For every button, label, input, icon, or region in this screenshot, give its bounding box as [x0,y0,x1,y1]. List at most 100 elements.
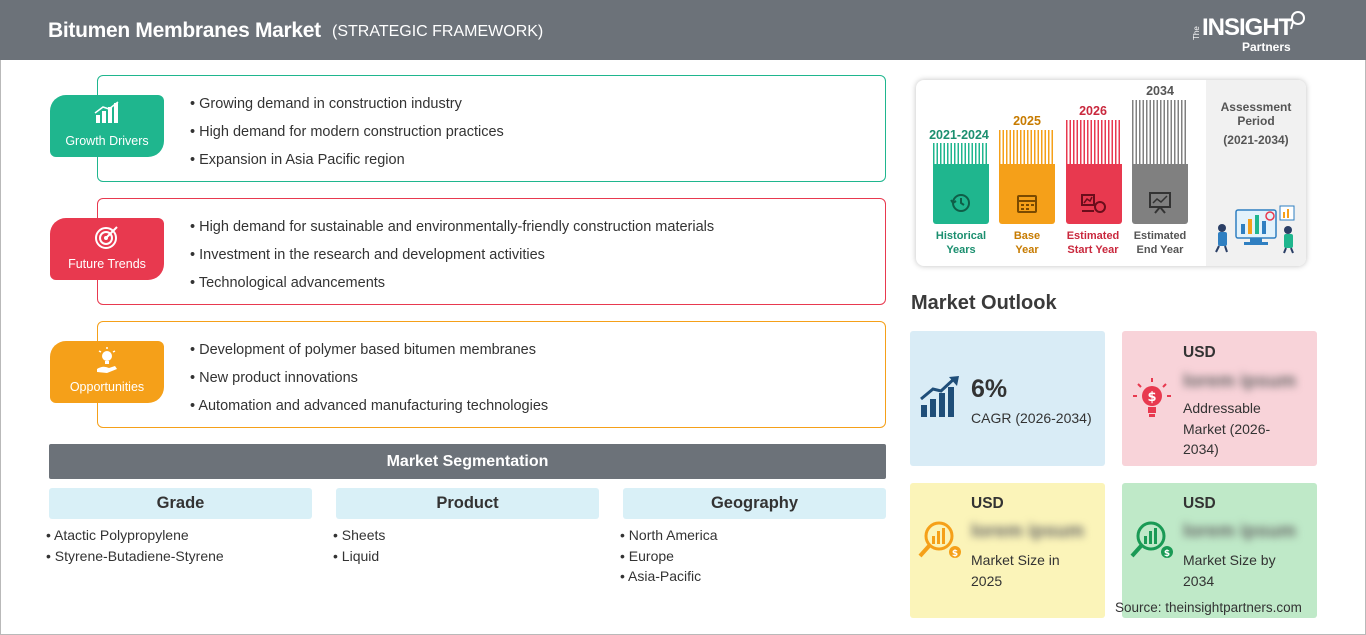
growth-drivers-list: Growing demand in construction industry … [190,94,504,178]
label-line-2: Years [946,244,976,256]
label-line-1: Estimated [1133,230,1187,242]
addressable-value-blurred: lorem ipsum [1183,371,1296,392]
opportunities-list: Development of polymer based bitumen mem… [190,340,548,424]
year-historical: 2021-2024 [929,128,989,142]
grade-list: Atactic Polypropylene Styrene-Butadiene-… [46,525,224,566]
bar-solid [999,164,1055,224]
list-item: Liquid [333,546,385,567]
svg-text:$: $ [952,549,958,559]
bar-stripes [999,130,1055,164]
label-line-1: Historical [935,230,987,242]
list-item: High demand for modern construction prac… [190,122,504,150]
size-2025-value-blurred: lorem ipsum [971,521,1084,542]
timeline-bar-base [999,130,1055,224]
assessment-range: (2021-2034) [1223,133,1289,147]
lightbulb-hand-icon [97,347,117,373]
logo-insight-text: INSIGHT [1202,14,1293,41]
year-base: 2025 [1013,114,1041,128]
market-size-2025-card: $ USD lorem ipsum Market Size in 2025 [910,483,1105,618]
addressable-market-card: $ USD lorem ipsum Addressable Market (20… [1122,331,1317,466]
segment-head-product: Product [336,488,599,519]
year-start: 2026 [1079,104,1107,118]
logo-loop-icon [1290,11,1305,30]
segment-head-grade: Grade [49,488,312,519]
bar-stripes [1066,120,1122,164]
timeline-label-historical: Historical Years [923,229,999,257]
logo-the-text: The [1192,26,1201,40]
future-trends-box: High demand for sustainable and environm… [97,198,886,305]
calendar-icon [1017,195,1037,213]
segmentation-title: Market Segmentation [49,444,886,479]
presentation-icon [1149,192,1171,214]
bar-stripes [1132,100,1188,164]
year-end: 2034 [1146,84,1174,98]
list-item: Automation and advanced manufacturing te… [190,396,548,424]
market-outlook-title: Market Outlook [911,292,1057,314]
timeline-label-start: Estimated Start Year [1055,229,1131,257]
label-line-1: Base [1013,230,1041,242]
future-trends-badge: Future Trends [50,218,164,280]
source-note: Source: theinsightpartners.com [1115,600,1302,615]
list-item: Investment in the research and developme… [190,245,714,273]
target-icon [95,226,118,249]
idea-dollar-icon: $ [1133,378,1171,417]
magnifier-chart-icon: $ [918,521,961,559]
list-item: Expansion in Asia Pacific region [190,150,504,178]
page-subtitle: (STRATEGIC FRAMEWORK) [332,23,544,40]
geography-list: North America Europe Asia-Pacific [620,525,718,587]
size-2034-usd: USD [1183,495,1216,512]
size-2034-label: Market Size by 2034 [1183,552,1276,589]
future-trends-label: Future Trends [68,257,146,271]
analysts-illustration-icon [1215,205,1295,254]
opportunities-badge: Opportunities [50,341,164,403]
timeline-label-base: Base Year [989,229,1065,257]
future-trends-list: High demand for sustainable and environm… [190,217,714,301]
svg-text:$: $ [1164,549,1170,559]
addressable-label: Addressable Market (2026-2034) [1183,400,1271,457]
segment-head-geography: Geography [623,488,886,519]
svg-text:$: $ [1147,390,1156,405]
page-title: Bitumen Membranes Market [48,19,321,42]
cagr-card: 6% CAGR (2026-2034) [910,331,1105,466]
cagr-value: 6% [971,375,1008,403]
list-item: Development of polymer based bitumen mem… [190,340,548,368]
list-item: Europe [620,546,718,567]
bar-stripes [933,143,989,164]
assessment-period-panel: Assessment Period (2021-2034) [1206,80,1306,266]
list-item: New product innovations [190,368,548,396]
list-item: Sheets [333,525,386,546]
timeline-bar-start [1066,120,1122,224]
logo-partners-text: Partners [1242,40,1291,54]
growth-chart-icon [920,376,959,417]
magnifier-chart-icon: $ [1130,521,1173,559]
growth-drivers-box: Growing demand in construction industry … [97,75,886,182]
growth-drivers-label: Growth Drivers [65,134,149,148]
market-size-2034-card: $ USD lorem ipsum Market Size by 2034 [1122,483,1317,618]
list-item: Growing demand in construction industry [190,94,504,122]
size-2034-value-blurred: lorem ipsum [1183,521,1296,542]
bar-chart-growth-icon [94,101,119,123]
cagr-label: CAGR (2026-2034) [971,410,1092,426]
opportunities-box: Development of polymer based bitumen mem… [97,321,886,428]
list-item: High demand for sustainable and environm… [190,217,714,245]
insight-partners-logo: The INSIGHT Partners [1192,10,1312,54]
growth-drivers-badge: Growth Drivers [50,95,164,157]
opportunities-label: Opportunities [69,380,145,394]
analytics-icon [1081,194,1106,213]
label-line-2: Year [1015,244,1039,256]
label-line-1: Estimated [1066,230,1120,242]
size-2025-label: Market Size in 2025 [971,552,1060,589]
product-list: Sheets Liquid [333,525,386,567]
addressable-usd: USD [1183,344,1216,361]
timeline-label-end: Estimated End Year [1122,229,1198,257]
assessment-label: Assessment Period [1220,100,1292,128]
header-bar: Bitumen Membranes Market (STRATEGIC FRAM… [0,0,1366,60]
list-item: Asia-Pacific [620,566,718,587]
list-item: Atactic Polypropylene [46,525,224,546]
label-line-2: Start Year [1067,244,1119,256]
label-line-2: End Year [1136,244,1184,256]
list-item: Technological advancements [190,273,714,301]
list-item: Styrene-Butadiene-Styrene [46,546,224,567]
size-2025-usd: USD [971,495,1004,512]
history-icon [950,194,970,212]
